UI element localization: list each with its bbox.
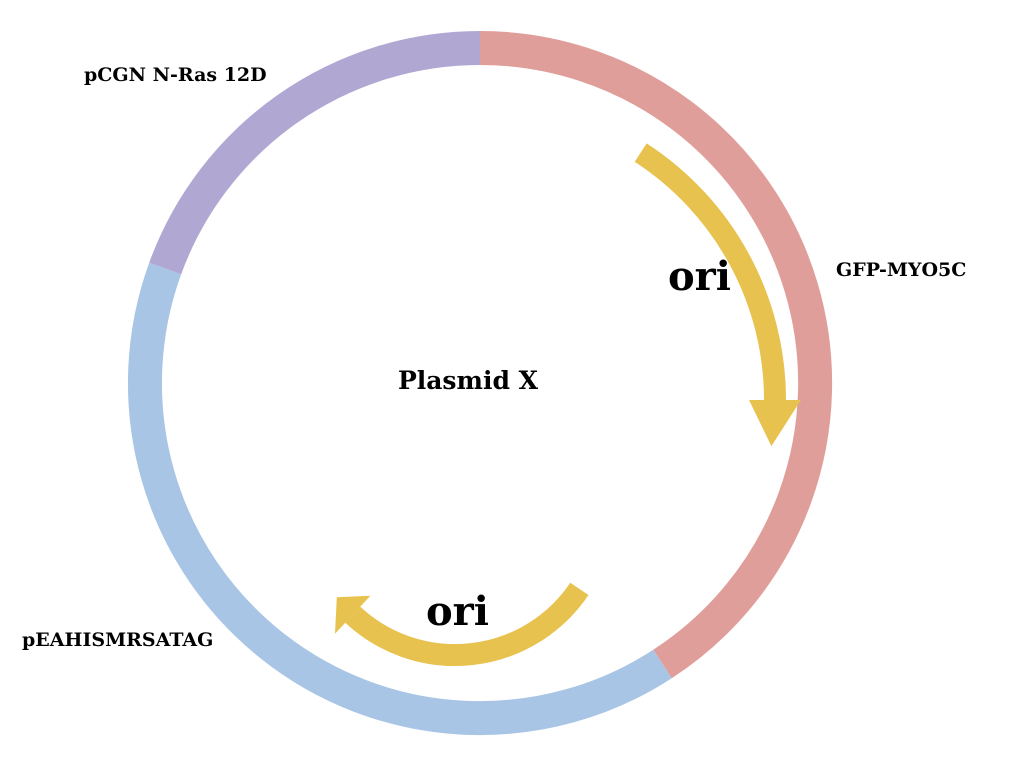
ori-arrow-body[interactable] — [634, 143, 786, 401]
segment-arc-gfp-myo5c[interactable] — [479, 31, 833, 679]
segment-arc-pcgn-n-ras-12d[interactable] — [149, 31, 481, 275]
feature-arrows — [335, 143, 801, 667]
plasmid-name: Plasmid X — [398, 366, 539, 395]
segment-label-peahismrsatag: pEAHISMRSATAG — [22, 629, 213, 651]
ori-label: ori — [426, 588, 489, 635]
segment-label-gfp-myo5c: GFP-MYO5C — [836, 259, 966, 281]
segment-arc-peahismrsatag[interactable] — [127, 262, 672, 736]
backbone-ring — [127, 31, 833, 736]
ori-label: ori — [668, 253, 731, 300]
ori-arrow-head[interactable] — [749, 400, 801, 447]
ori-arrow-body[interactable] — [345, 582, 589, 667]
ori-arrow-head[interactable] — [335, 595, 371, 634]
segment-label-pcgn-n-ras-12d: pCGN N-Ras 12D — [84, 64, 267, 86]
